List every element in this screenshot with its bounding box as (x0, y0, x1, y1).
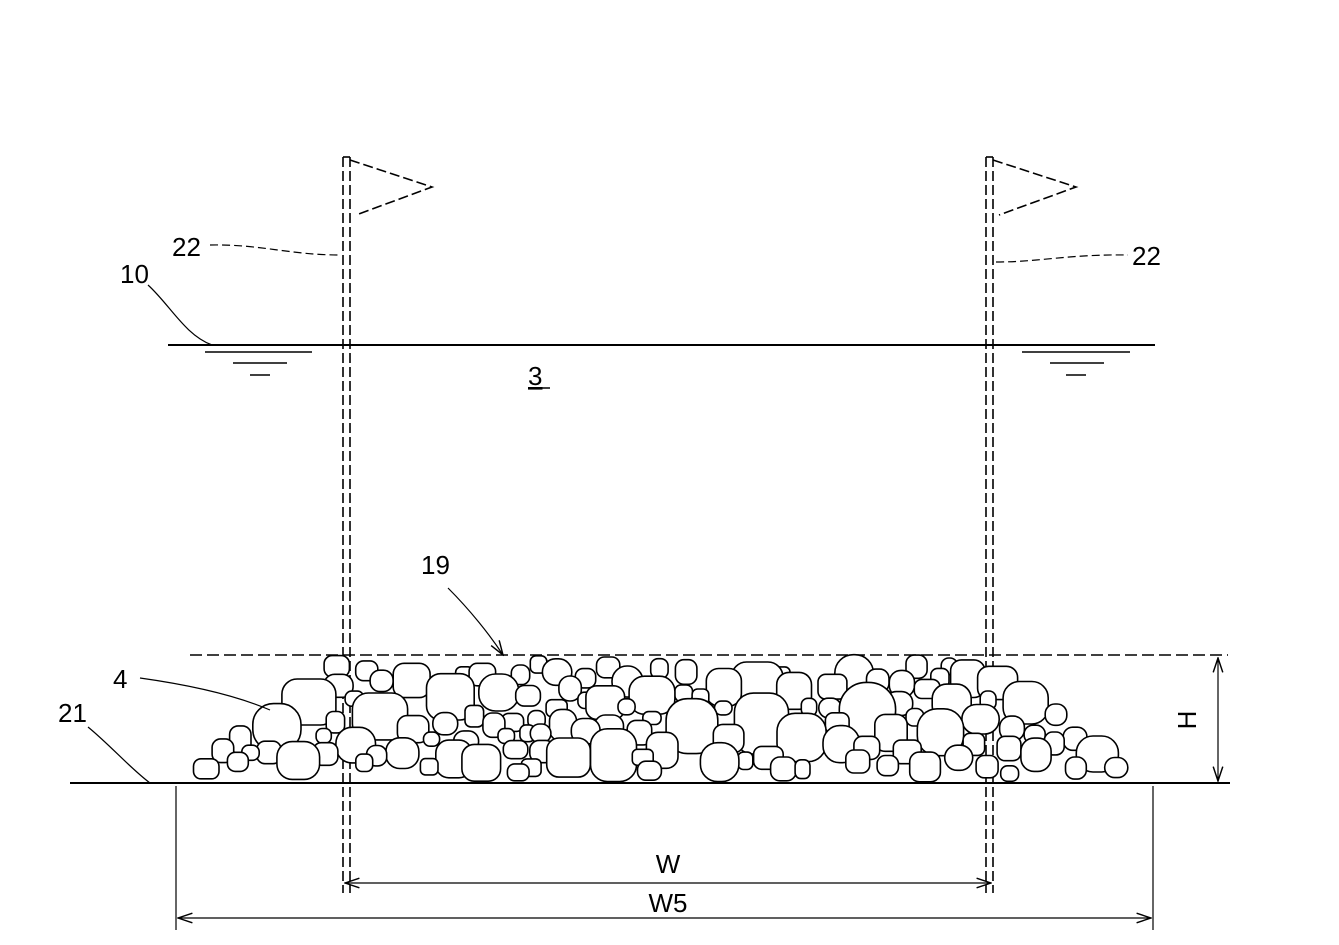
rubble-stone (464, 704, 485, 728)
rubble-stone (325, 710, 346, 734)
leader-19 (447, 587, 503, 655)
rubble-stone (844, 749, 871, 774)
rubble-stone (1103, 756, 1129, 779)
label-W: W (656, 849, 681, 879)
rubble-stone (736, 751, 754, 771)
rubble-stone (276, 740, 321, 781)
rubble-stone (1020, 737, 1052, 773)
rubble-stone (461, 743, 502, 783)
rubble-stone (794, 758, 811, 780)
water-level-symbol-left (205, 351, 312, 376)
label-22-right: 22 (1132, 241, 1161, 271)
label-10: 10 (120, 259, 149, 289)
label-W5: W5 (649, 888, 688, 918)
rubble-stone (192, 757, 220, 780)
rubble-stone (558, 675, 583, 702)
rubble-stone (510, 664, 531, 686)
rubble-stone (589, 727, 638, 783)
leader-22-right (995, 254, 1129, 263)
rubble-stone (999, 764, 1020, 783)
label-3: 3 (528, 361, 542, 391)
marker-pole-left (342, 156, 435, 893)
marker-pole-right (985, 156, 1079, 893)
rubble-stone (975, 754, 999, 779)
rubble-stone (502, 739, 529, 760)
rubble-stone (392, 662, 431, 699)
leader-22-left (209, 244, 341, 256)
rubble-stone (961, 703, 1001, 735)
label-4: 4 (113, 664, 127, 694)
rubble-stone (674, 658, 698, 686)
rubble-stone (943, 744, 974, 772)
rubble-stone (908, 751, 942, 783)
rubble-stone (385, 736, 420, 770)
rubble-stone (916, 707, 965, 757)
rubble-stone (514, 684, 542, 707)
leader-10 (147, 284, 213, 346)
rubble-stone (776, 712, 827, 763)
water-level-symbol-right (1022, 351, 1130, 376)
rubble-stone (628, 675, 676, 716)
rubble-stone (996, 735, 1022, 762)
rubble-mound (192, 653, 1129, 783)
rubble-stone (876, 754, 900, 777)
rubble-stone (617, 697, 636, 716)
rubble-stone (369, 669, 394, 693)
label-19: 19 (421, 550, 450, 580)
rubble-stone (431, 711, 459, 736)
base-width-dimension (175, 786, 1154, 930)
rubble-stone (1064, 756, 1088, 780)
rubble-stone (545, 737, 592, 778)
rubble-stone (226, 751, 250, 773)
leader-4 (139, 677, 271, 711)
rubble-stone (422, 731, 441, 747)
rubble-stone (1044, 703, 1068, 727)
rubble-stone (636, 760, 663, 782)
rubble-stone (1002, 680, 1049, 725)
rubble-stone (905, 654, 928, 680)
label-22-left: 22 (172, 232, 201, 262)
rubble-stone (506, 763, 530, 782)
rubble-stone (769, 756, 797, 782)
rubble-stone (315, 727, 333, 744)
rubble-stone (477, 673, 520, 712)
label-21: 21 (58, 698, 87, 728)
rubble-stone (354, 753, 374, 773)
rubble-stone (699, 741, 740, 783)
label-H: H (1172, 711, 1202, 730)
leader-21 (87, 726, 151, 784)
rubble-stone (419, 757, 439, 776)
